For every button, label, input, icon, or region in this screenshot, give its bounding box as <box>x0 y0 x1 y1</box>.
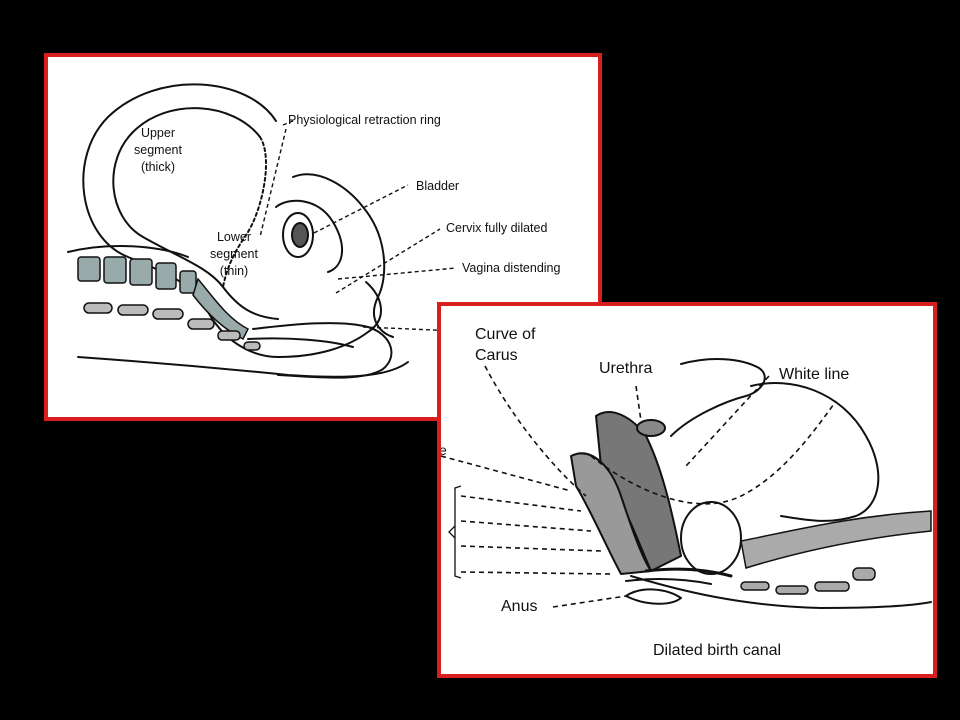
label-white-line: White line <box>779 366 850 383</box>
label-anus: Anus <box>501 598 538 615</box>
label-cut-letter: e <box>439 442 447 458</box>
spine <box>77 256 250 341</box>
bladder-shape <box>282 212 314 258</box>
leader-vagina <box>337 267 457 280</box>
label-caption: Dilated birth canal <box>653 642 782 659</box>
leader-retraction-ring <box>259 128 287 238</box>
sacrum <box>740 510 932 595</box>
uterus-outer-wall <box>82 83 279 358</box>
birth-canal-diagram-panel: e Curve of Carus Urethra White line Anus… <box>437 302 937 678</box>
birth-canal-illustration <box>441 358 932 609</box>
label-upper-segment: Upper segment (thick) <box>134 126 182 174</box>
fetal-head <box>680 501 742 575</box>
lower-segment-wall <box>277 281 382 358</box>
uterus-inner-cavity <box>112 107 279 320</box>
label-lower-segment: Lower segment (thin) <box>210 230 258 278</box>
uterus-diagram-panel: Upper segment (thick) Lower segment (thi… <box>44 53 602 421</box>
leader-bladder <box>313 184 409 234</box>
urethra-shape <box>636 419 666 437</box>
label-vagina: Vagina distending <box>462 261 561 275</box>
leader-urethra <box>635 385 642 422</box>
body-outline <box>750 382 880 522</box>
uterus-illustration <box>67 83 598 379</box>
leader-anus <box>552 595 627 608</box>
label-retraction-ring: Physiological retraction ring <box>288 113 441 127</box>
leader-curve-of-carus <box>484 365 587 497</box>
leader-cervix <box>335 228 441 294</box>
label-cervix: Cervix fully dilated <box>446 221 548 235</box>
label-urethra: Urethra <box>599 360 653 377</box>
label-curve-of-carus: Curve of Carus <box>475 326 536 364</box>
label-bladder: Bladder <box>416 179 460 193</box>
leader-white-line <box>685 375 770 467</box>
